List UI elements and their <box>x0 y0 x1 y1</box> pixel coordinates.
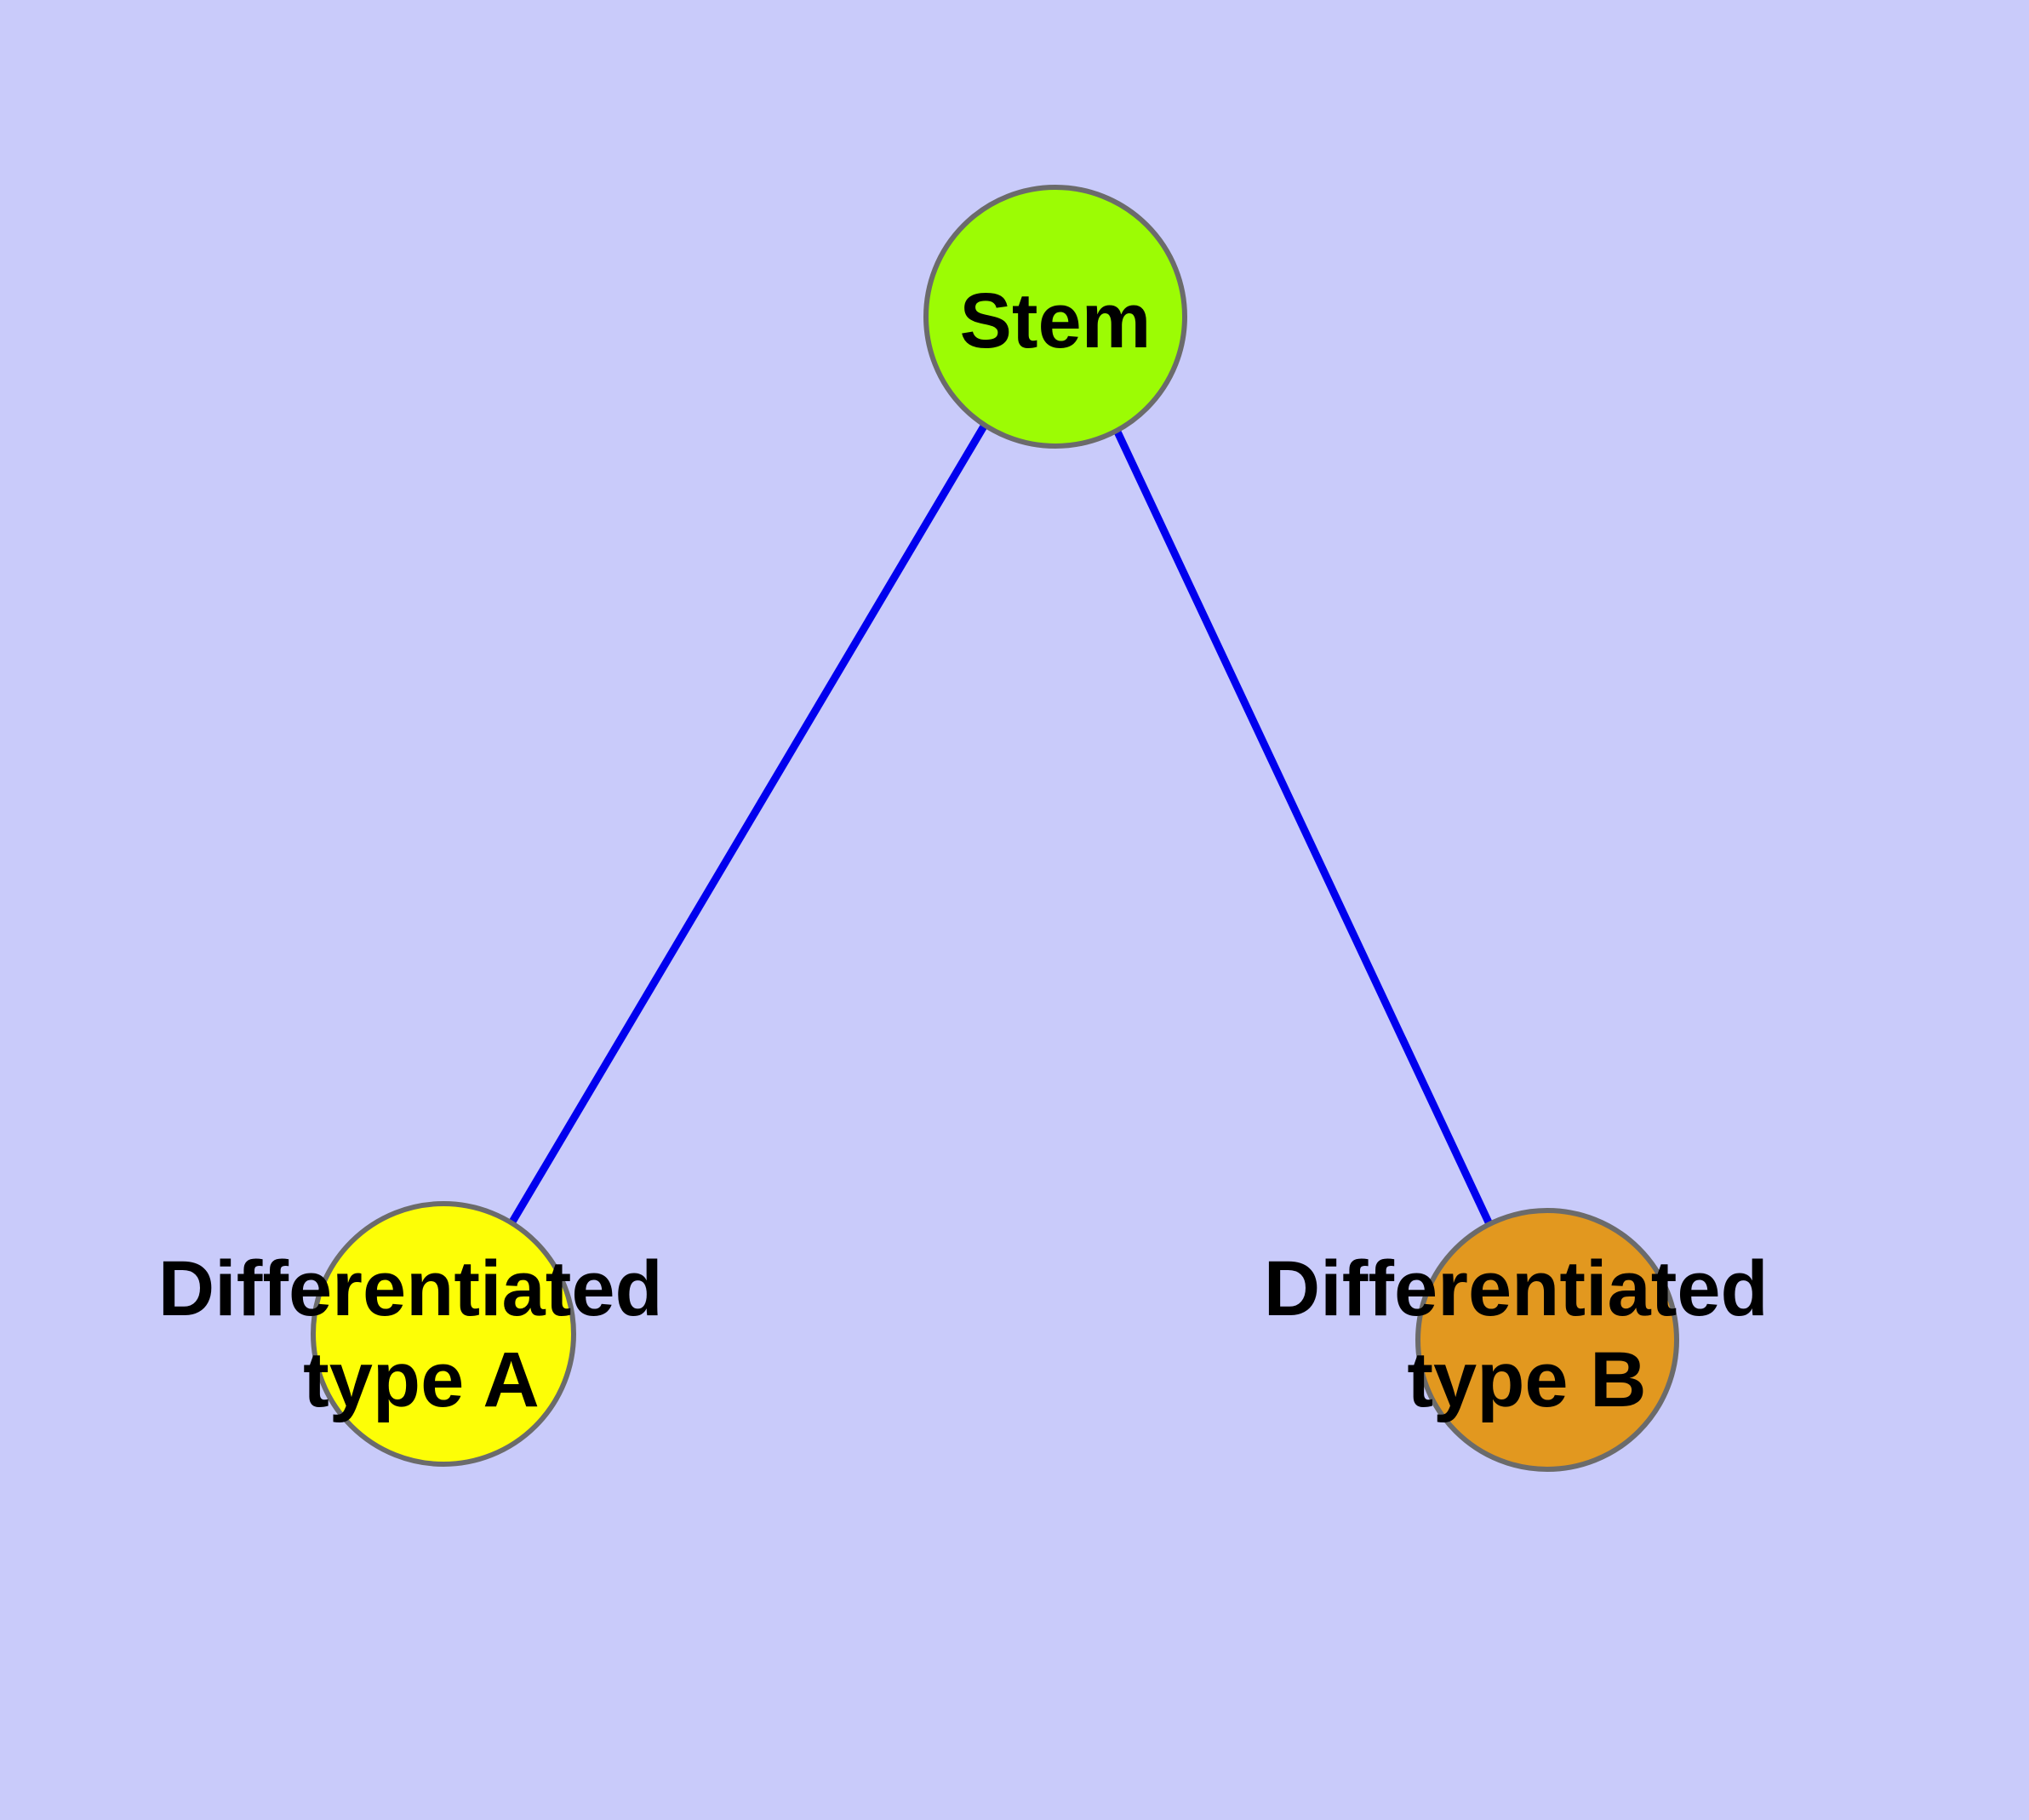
edge-stem-to-differentiated-type-a[interactable] <box>508 422 988 1226</box>
node-stem[interactable] <box>923 185 1187 449</box>
node-label-differentiated-type-a: Differentiated type A <box>158 1245 685 1423</box>
node-label-differentiated-type-a-line-1: Differentiated <box>158 1245 663 1332</box>
label-layer: Stem Differentiated type A Differentiate… <box>158 278 1791 1423</box>
node-label-differentiated-type-b: Differentiated type B <box>1264 1245 1791 1423</box>
node-label-differentiated-type-b-line-1: Differentiated <box>1264 1245 1769 1332</box>
edge-layer <box>508 422 1494 1226</box>
node-label-stem: Stem <box>960 278 1152 364</box>
node-layer <box>311 185 1679 1472</box>
node-label-differentiated-type-b-line-2: type B <box>1407 1336 1646 1423</box>
node-differentiated-type-a[interactable] <box>311 1201 576 1467</box>
edge-stem-to-differentiated-type-b[interactable] <box>1112 426 1494 1226</box>
node-differentiated-type-b[interactable] <box>1415 1208 1679 1472</box>
node-label-differentiated-type-a-line-2: type A <box>303 1336 540 1423</box>
node-label-stem-line-1: Stem <box>960 278 1152 364</box>
